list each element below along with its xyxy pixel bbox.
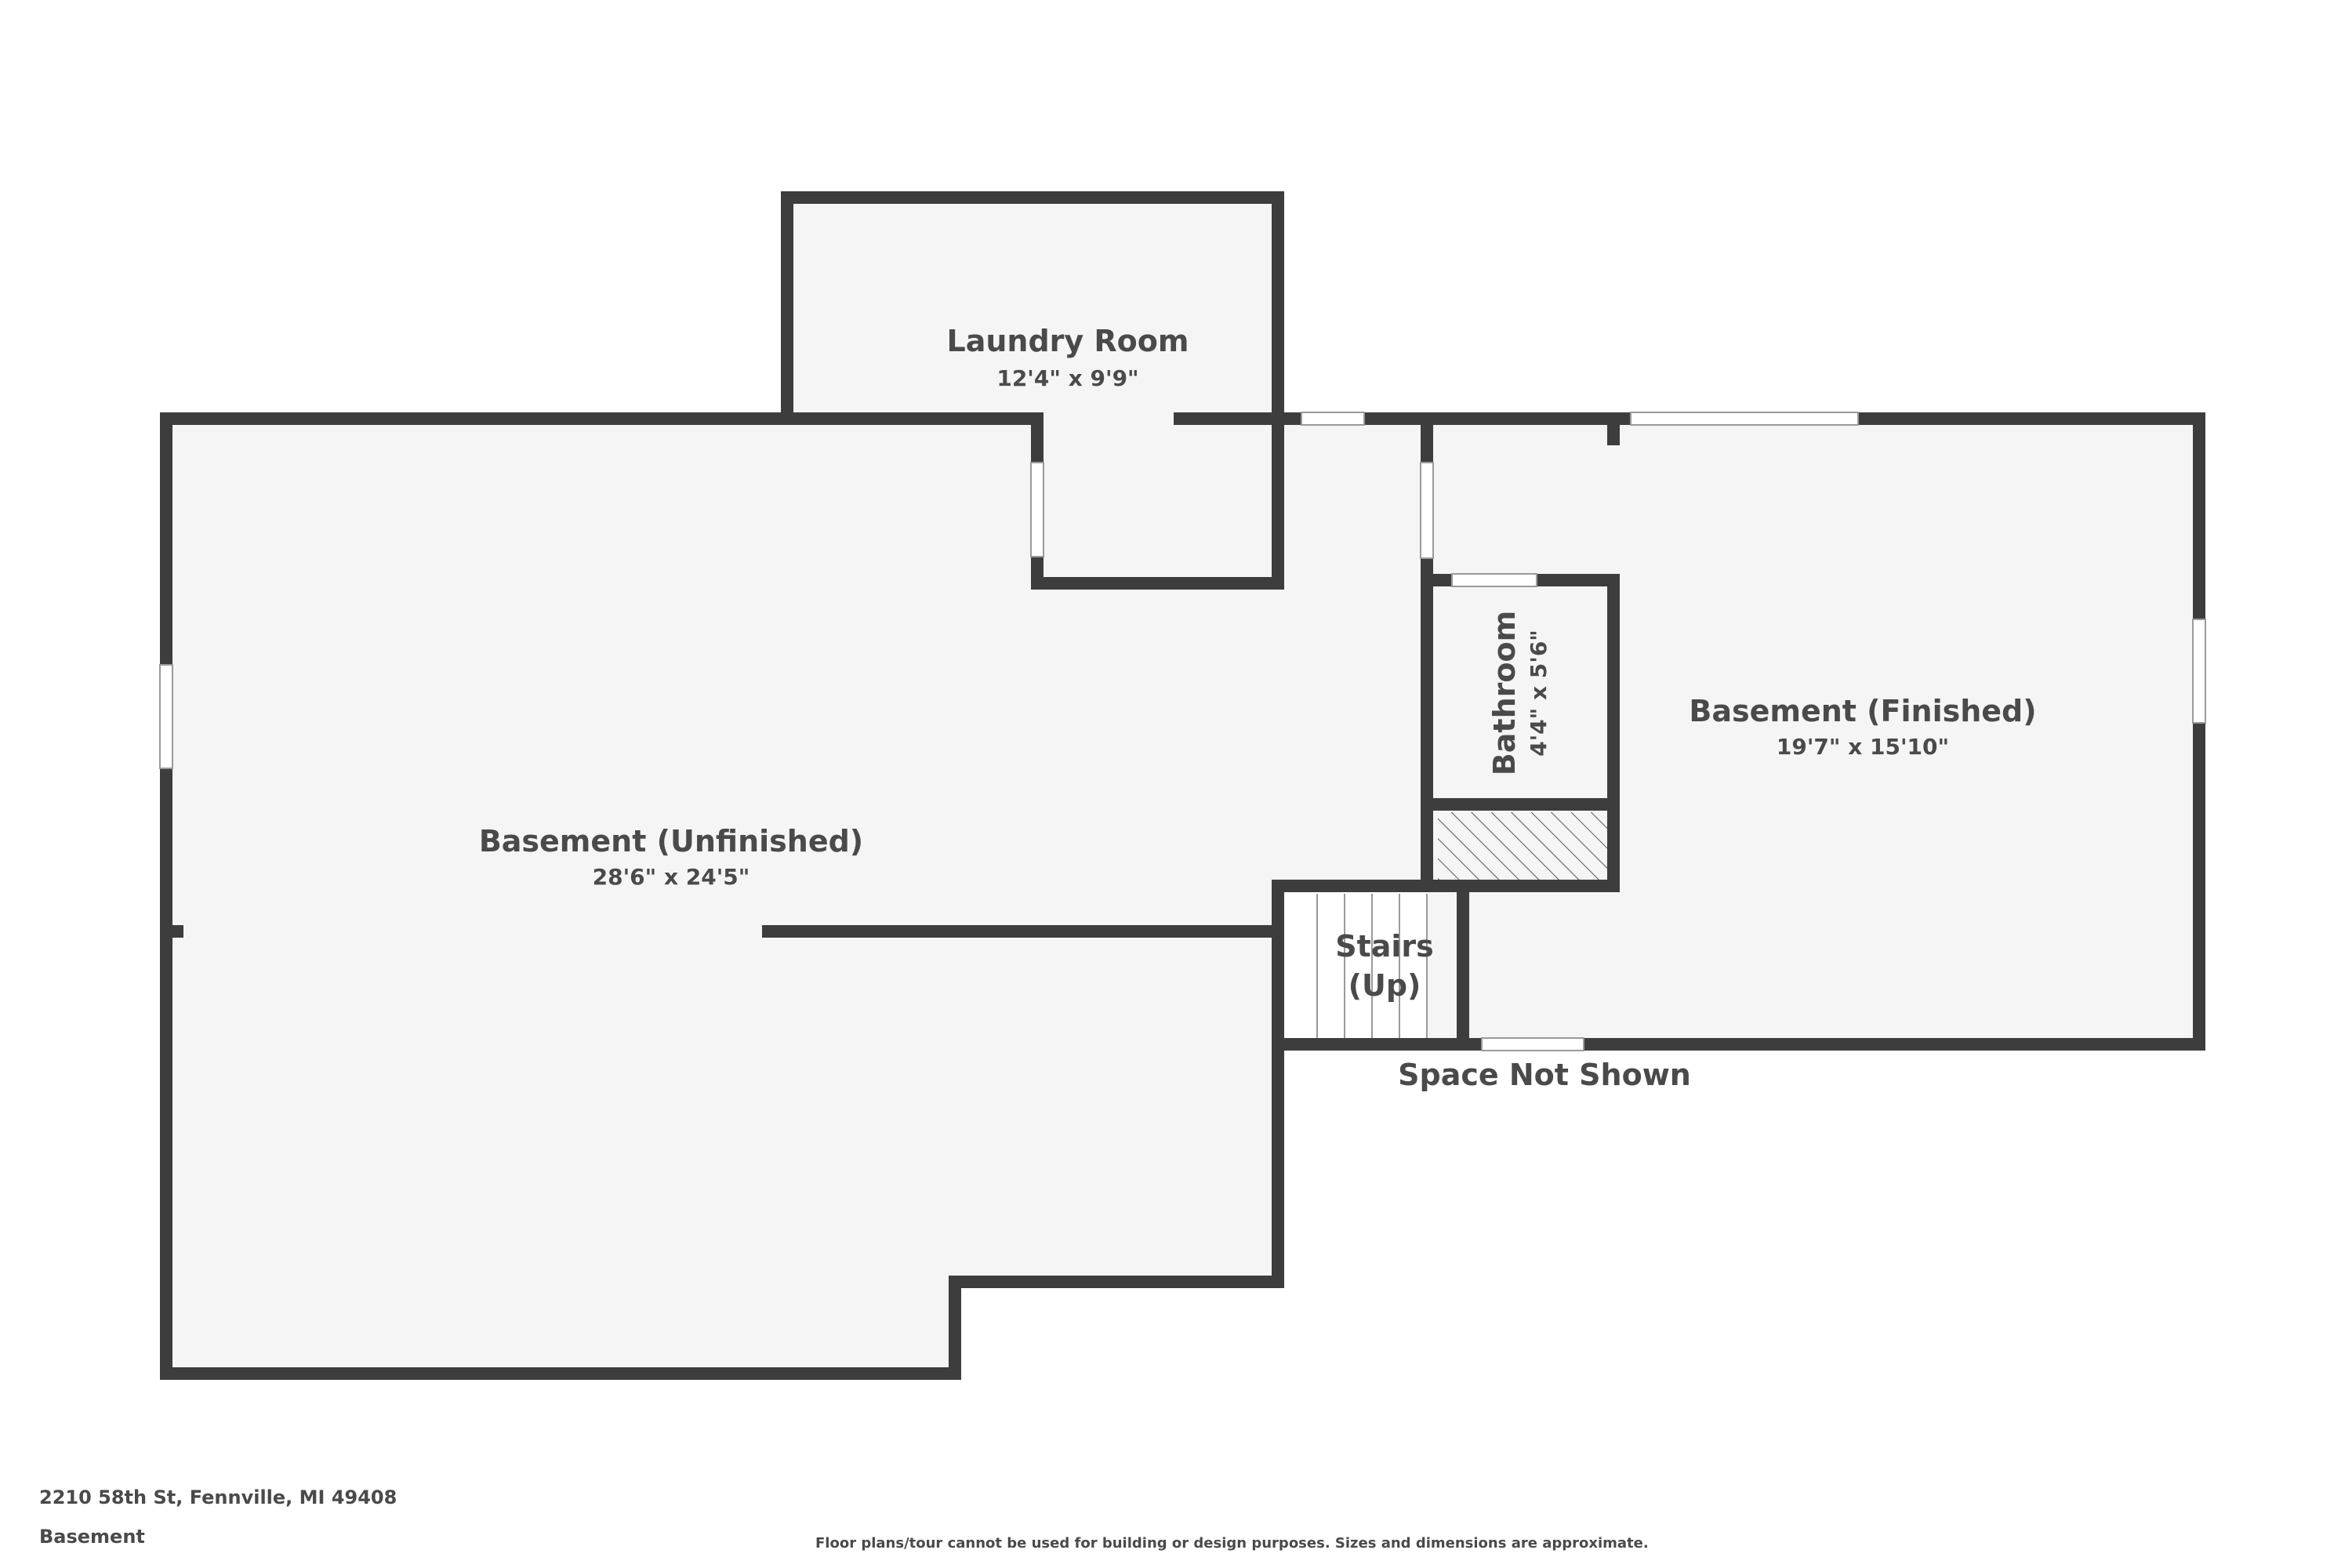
window-finished-left bbox=[1420, 462, 1434, 559]
finished-right-wall-lower bbox=[1577, 717, 2205, 1051]
bathroom-name: Bathroom bbox=[1487, 611, 1522, 775]
finished-right-wall bbox=[1852, 412, 2205, 626]
space-not-shown-label: Space Not Shown bbox=[1398, 1058, 1691, 1092]
disclaimer: Floor plans/tour cannot be used for buil… bbox=[815, 1535, 1649, 1552]
unfinished-top-wall bbox=[160, 412, 793, 671]
walls bbox=[160, 191, 2205, 1380]
laundry-wall-outer bbox=[781, 191, 1284, 425]
window-bottom bbox=[1481, 1037, 1584, 1051]
windows bbox=[159, 412, 2206, 1051]
closet-hatch bbox=[1438, 812, 1607, 880]
stair-treads bbox=[1316, 894, 1428, 1038]
laundry-wall-lower bbox=[1031, 412, 1284, 590]
laundry-room-dims: 12'4" x 9'9" bbox=[996, 365, 1138, 391]
window-top-2 bbox=[1630, 412, 1859, 426]
stairs-label-line2: (Up) bbox=[1348, 968, 1421, 1003]
finished-basement-name: Basement (Finished) bbox=[1689, 694, 2036, 728]
property-address: 2210 58th St, Fennville, MI 49408 bbox=[39, 1486, 397, 1508]
floor-fills bbox=[166, 198, 2199, 1374]
stairs-label-line1: Stairs bbox=[1335, 929, 1434, 964]
unfinished-basement-name: Basement (Unfinished) bbox=[479, 824, 863, 858]
finished-basement-dims: 19'7" x 15'10" bbox=[1777, 734, 1949, 760]
laundry-room-name: Laundry Room bbox=[947, 324, 1189, 358]
bathroom-wall-right bbox=[1421, 574, 1620, 892]
window-bathroom-top bbox=[1451, 573, 1537, 587]
bathroom-dims: 4'4" x 5'6" bbox=[1526, 630, 1552, 757]
stairs-wall bbox=[1272, 880, 1433, 1054]
floor-level-label: Basement bbox=[39, 1526, 145, 1548]
window-laundry-left bbox=[1030, 462, 1044, 557]
window-right bbox=[2192, 619, 2206, 724]
finished-basement-floor bbox=[1427, 419, 2199, 1040]
unfinished-basement-floor bbox=[166, 419, 1427, 1374]
unfinished-left-wall-lower bbox=[160, 762, 1284, 1380]
laundry-room-floor bbox=[787, 198, 1278, 583]
unfinished-basement-dims: 28'6" x 24'5" bbox=[593, 864, 750, 890]
window-top-1 bbox=[1301, 412, 1365, 426]
window-left bbox=[159, 664, 173, 769]
